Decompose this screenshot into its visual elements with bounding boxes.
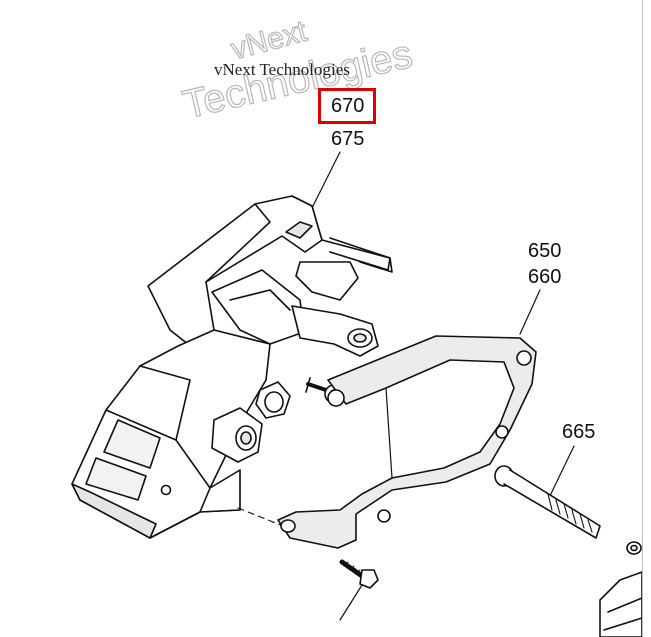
leader-650-660 bbox=[519, 289, 541, 335]
callout-660[interactable]: 660 bbox=[528, 266, 562, 288]
bottom-screw-part bbox=[339, 559, 379, 589]
leader-665 bbox=[547, 445, 575, 501]
pedal-body-part bbox=[71, 329, 291, 539]
watermark-text: vNext Technologies bbox=[214, 60, 350, 79]
bracket-part bbox=[277, 335, 537, 549]
leader-bottom bbox=[339, 584, 363, 621]
leader-dashed-axis bbox=[237, 507, 289, 529]
leader-675 bbox=[311, 151, 341, 209]
callout-675[interactable]: 675 bbox=[331, 128, 365, 150]
callout-670-highlight bbox=[318, 88, 376, 124]
pivot-arm-part bbox=[291, 305, 379, 357]
bolt-665-part bbox=[494, 465, 642, 555]
callout-665[interactable]: 665 bbox=[562, 421, 596, 443]
partial-component-part bbox=[599, 571, 643, 637]
callout-670[interactable]: 670 bbox=[331, 95, 365, 117]
page-edge-divider bbox=[642, 0, 643, 637]
cover-housing-part bbox=[147, 195, 393, 353]
callout-650[interactable]: 650 bbox=[528, 240, 562, 262]
